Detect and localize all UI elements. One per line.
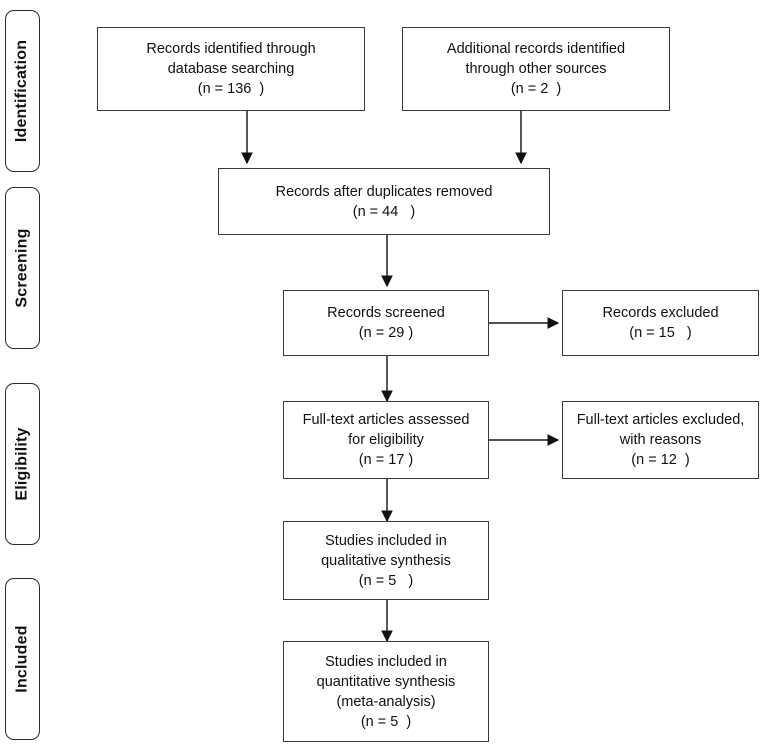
node-studies-qualitative-synthesis: Studies included in qualitative synthesi…	[283, 521, 489, 600]
stage-label-screening-text: Screening	[13, 228, 31, 308]
node-line: quantitative synthesis	[316, 673, 456, 690]
stage-label-screening: Screening	[5, 187, 40, 349]
node-records-screened: Records screened (n = 29 )	[283, 290, 489, 356]
node-count: (n = 136 )	[197, 81, 265, 97]
stage-label-included-text: Included	[13, 625, 31, 693]
node-records-identified-database: Records identified through database sear…	[97, 27, 365, 111]
node-line: (meta-analysis)	[336, 693, 436, 710]
node-records-excluded: Records excluded (n = 15 )	[562, 290, 759, 356]
stage-label-eligibility: Eligibility	[5, 383, 40, 545]
node-line: Records after duplicates removed	[275, 183, 493, 200]
node-line: qualitative synthesis	[321, 552, 451, 569]
node-line: Studies included in	[325, 653, 447, 670]
node-fulltext-articles-assessed: Full-text articles assessed for eligibil…	[283, 401, 489, 479]
node-count: (n = 5 )	[360, 713, 412, 730]
node-count: (n = 12 )	[631, 452, 690, 468]
node-records-after-duplicates-removed: Records after duplicates removed (n = 44…	[218, 168, 550, 235]
node-line: Records excluded	[602, 305, 719, 321]
node-count: (n = 44 )	[352, 203, 416, 220]
node-line: Records identified through	[146, 41, 316, 57]
stage-label-eligibility-text: Eligibility	[13, 427, 31, 501]
node-line: Records screened	[327, 305, 445, 321]
node-studies-quantitative-synthesis: Studies included in quantitative synthes…	[283, 641, 489, 742]
stage-label-included: Included	[5, 578, 40, 740]
node-line: with reasons	[619, 432, 702, 448]
node-line: Full-text articles assessed	[302, 412, 470, 428]
node-line: database searching	[167, 61, 295, 77]
node-count: (n = 2 )	[510, 81, 562, 97]
node-line: through other sources	[465, 61, 607, 77]
node-fulltext-articles-excluded: Full-text articles excluded, with reason…	[562, 401, 759, 479]
node-count: (n = 5 )	[358, 572, 414, 589]
stage-label-identification: Identification	[5, 10, 40, 172]
node-line: Additional records identified	[446, 41, 626, 57]
node-line: Full-text articles excluded,	[576, 412, 745, 428]
node-additional-records-other-sources: Additional records identified through ot…	[402, 27, 670, 111]
node-line: for eligibility	[348, 432, 424, 448]
node-line: Studies included in	[325, 532, 447, 549]
stage-label-identification-text: Identification	[13, 39, 31, 143]
node-count: (n = 15 )	[629, 325, 692, 341]
node-count: (n = 17 )	[358, 452, 414, 468]
node-count: (n = 29 )	[358, 325, 414, 341]
